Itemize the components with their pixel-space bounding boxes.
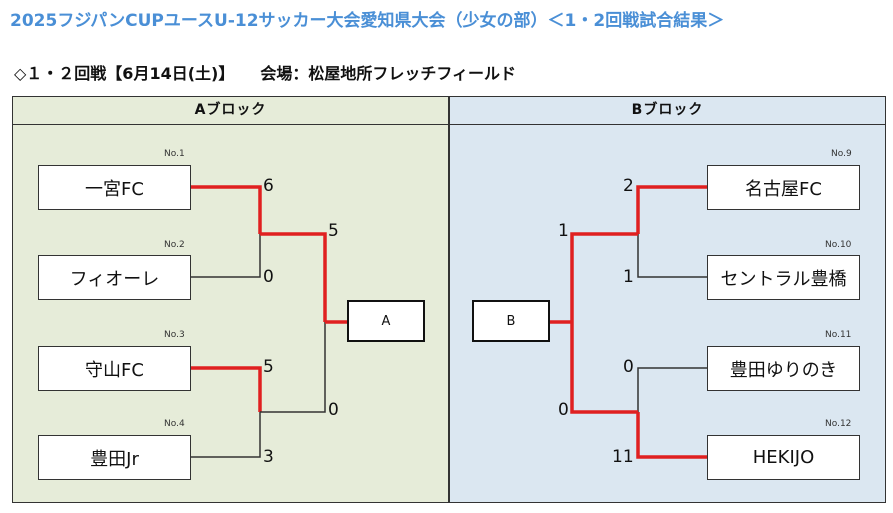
score-a-semi-top: 5 <box>328 221 339 241</box>
team-no-b2: No.10 <box>825 240 852 250</box>
team-box-a4: 豊田Jr <box>38 435 191 480</box>
team-box-a1: 一宮FC <box>38 165 191 210</box>
score-b4: 11 <box>612 447 634 467</box>
score-b2: 1 <box>623 267 634 287</box>
score-b-semi-top: 1 <box>558 221 569 241</box>
score-b1: 2 <box>623 176 634 196</box>
block-a-header: Aブロック <box>13 97 448 125</box>
team-no-b1: No.9 <box>831 149 852 159</box>
score-b3: 0 <box>623 357 634 377</box>
final-box-a: A <box>347 300 425 342</box>
team-no-a2: No.2 <box>164 240 185 250</box>
score-a-semi-bottom: 0 <box>328 400 339 420</box>
team-no-a1: No.1 <box>164 149 185 159</box>
team-box-a3: 守山FC <box>38 346 191 391</box>
final-box-b: B <box>472 300 550 342</box>
venue: 会場：松屋地所フレッチフィールド <box>260 64 517 83</box>
score-a3: 5 <box>263 357 274 377</box>
team-box-b1: 名古屋FC <box>707 165 860 210</box>
score-a4: 3 <box>263 447 274 467</box>
block-b-header: Bブロック <box>450 97 885 125</box>
team-no-a3: No.3 <box>164 330 185 340</box>
score-a2: 0 <box>263 267 274 287</box>
team-no-a4: No.4 <box>164 419 185 429</box>
round-info: ◇１・２回戦【6月14日(土)】 会場：松屋地所フレッチフィールド <box>14 60 516 84</box>
score-b-semi-bottom: 0 <box>558 400 569 420</box>
score-a1: 6 <box>263 176 274 196</box>
team-box-b3: 豊田ゆりのき <box>707 346 860 391</box>
page-title: 2025フジパンCUPユースU-12サッカー大会愛知県大会（少女の部）＜1・2回… <box>10 11 725 31</box>
team-box-a2: フィオーレ <box>38 255 191 300</box>
team-no-b4: No.12 <box>825 419 852 429</box>
team-box-b4: HEKIJO <box>707 435 860 480</box>
round-date: ◇１・２回戦【6月14日(土)】 <box>14 64 235 83</box>
team-box-b2: セントラル豊橋 <box>707 255 860 300</box>
team-no-b3: No.11 <box>825 330 852 340</box>
